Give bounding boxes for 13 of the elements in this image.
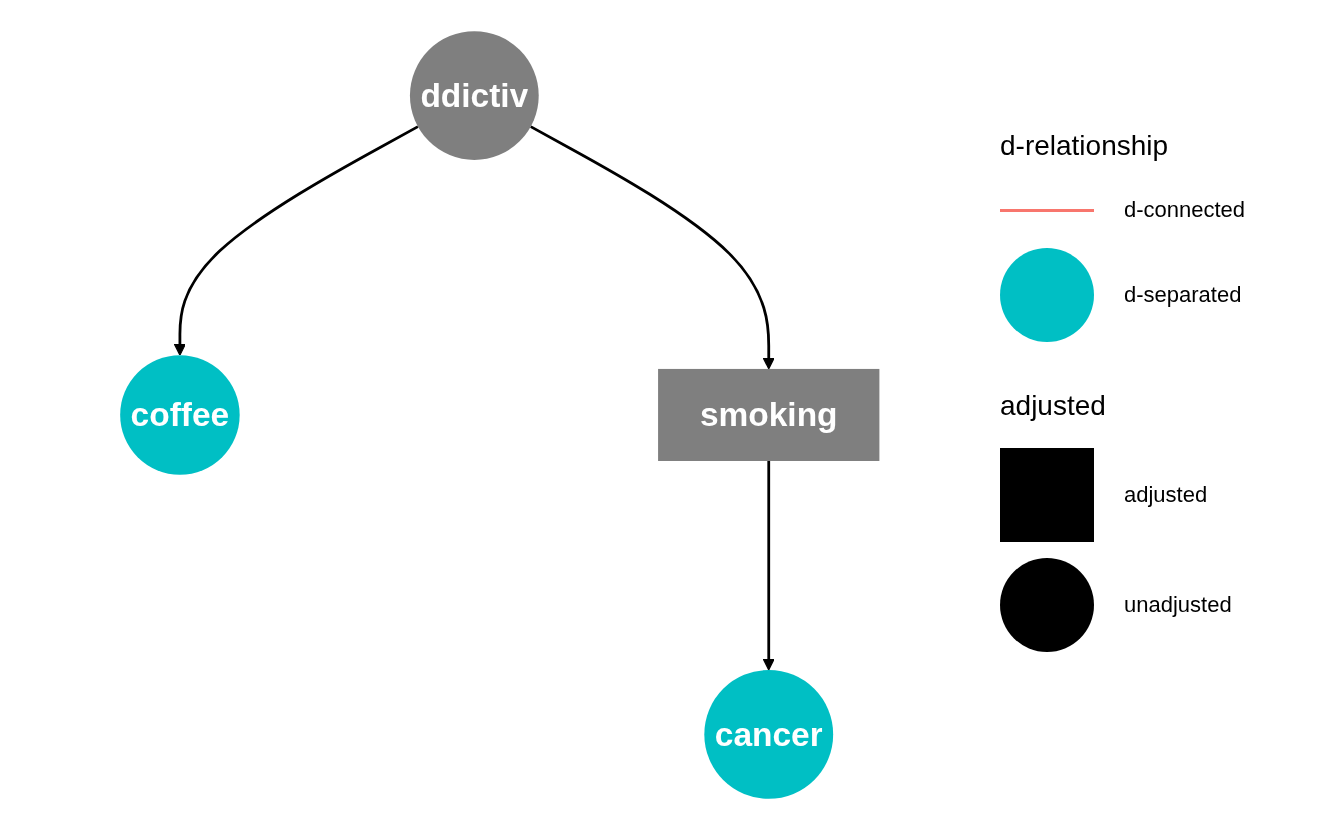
arrow [762,461,776,671]
node-circle: coffee [120,355,240,475]
node-circle: cancer [704,669,834,799]
legend-title: adjusted [1000,390,1106,422]
node-circle: ddictiv [410,31,539,160]
legend-label: unadjusted [1124,592,1232,618]
legend-label: adjusted [1124,482,1208,508]
legend-title: d-relationship [1000,130,1169,162]
arrow [530,125,776,370]
arrow [174,125,419,356]
legend-label: d-separated [1124,282,1242,308]
legend-label: d-connected [1124,197,1246,223]
node-box: smoking [658,368,880,461]
